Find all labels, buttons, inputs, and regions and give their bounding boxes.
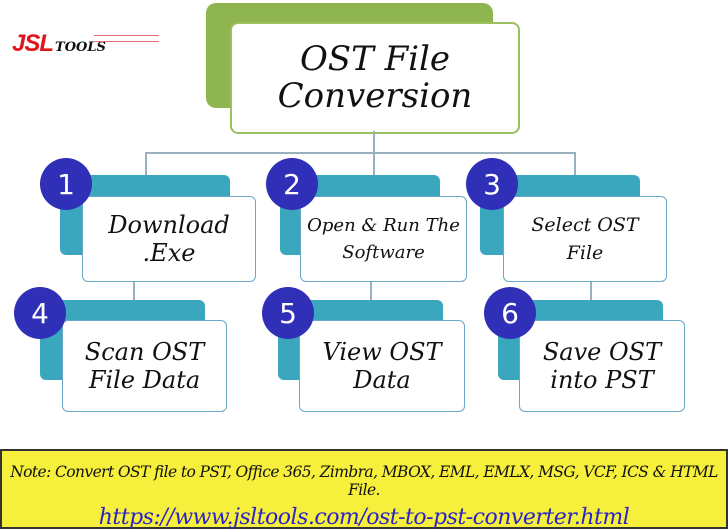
connector bbox=[145, 152, 576, 154]
step-label: Select OST File bbox=[531, 213, 639, 265]
step-number-badge: 4 bbox=[14, 287, 66, 339]
step-4-card: Scan OST File Data bbox=[62, 320, 227, 412]
step-2-card: Open & Run The Software bbox=[300, 196, 467, 282]
step-number-badge: 6 bbox=[484, 287, 536, 339]
title-box: OST File Conversion bbox=[230, 22, 520, 134]
logo-suffix: TOOLS bbox=[55, 40, 106, 55]
connector bbox=[145, 152, 147, 176]
step-6-card: Save OST into PST bbox=[519, 320, 685, 412]
step-5-card: View OST Data bbox=[299, 320, 465, 412]
step-1-card: Download .Exe bbox=[82, 196, 256, 282]
step-3-card: Select OST File bbox=[503, 196, 667, 282]
note-banner: Note: Convert OST file to PST, Office 36… bbox=[0, 449, 728, 530]
step-label: Download .Exe bbox=[108, 211, 230, 267]
step-label: Scan OST File Data bbox=[84, 338, 205, 394]
diagram-title: OST File Conversion bbox=[277, 38, 473, 116]
step-number-badge: 5 bbox=[262, 287, 314, 339]
step-number-badge: 2 bbox=[266, 158, 318, 210]
step-label: Save OST into PST bbox=[542, 338, 662, 394]
step-label: Open & Run The Software bbox=[307, 215, 460, 263]
connector bbox=[373, 131, 375, 153]
step-number-badge: 3 bbox=[466, 158, 518, 210]
step-label: View OST Data bbox=[322, 338, 442, 394]
step-number-badge: 1 bbox=[40, 158, 92, 210]
note-text: Note: Convert OST file to PST, Office 36… bbox=[10, 463, 718, 499]
connector bbox=[574, 152, 576, 176]
connector bbox=[373, 152, 375, 176]
logo-brand: JSL bbox=[12, 30, 54, 57]
product-url-link[interactable]: https://www.jsltools.com/ost-to-pst-conv… bbox=[98, 505, 630, 530]
